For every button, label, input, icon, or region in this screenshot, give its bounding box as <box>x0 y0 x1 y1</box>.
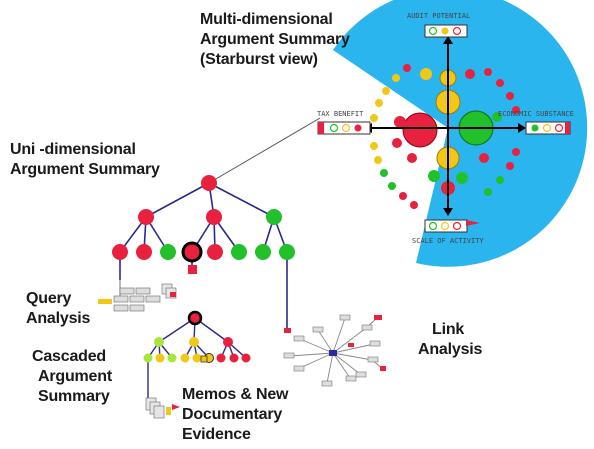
memos-label-line-2: Documentary <box>182 406 283 423</box>
axis-label-scale-of-activity: SCALE OF ACTIVITY <box>412 237 484 245</box>
gauge-scale-of-activity <box>424 219 480 233</box>
query-analysis-thumbnails <box>98 280 177 312</box>
tree-selected-node <box>181 241 203 263</box>
starburst-title-line-2: Argument Summary <box>200 31 350 48</box>
argument-tree-nodes <box>112 175 295 333</box>
query-analysis-label-line-2: Analysis <box>26 310 91 327</box>
gauge-audit-potential <box>424 24 468 38</box>
tree-root-node <box>201 175 217 191</box>
starburst-title-line-1: Multi-dimensional <box>200 11 333 28</box>
cascaded-summary-label-line-3: Summary <box>38 388 110 405</box>
query-analysis-label-line-1: Query <box>26 290 72 307</box>
link-analysis-label-line-1: Link <box>432 321 465 338</box>
memos-label-line-1: Memos & New <box>182 386 289 403</box>
axis-label-tax-benefit: TAX BENEFIT <box>317 110 364 118</box>
uni-dimensional-label-line-2: Argument Summary <box>10 161 160 178</box>
starburst-connector <box>208 117 321 184</box>
starburst-view <box>317 0 588 267</box>
gauge-tax-benefit <box>317 121 371 135</box>
link-analysis-network <box>283 314 386 387</box>
axis-label-economic-substance: ECONOMIC SUBSTANCE <box>498 110 574 118</box>
link-analysis-label-line-2: Analysis <box>418 341 483 358</box>
gauge-economic-substance <box>525 121 571 135</box>
starburst-outer-ring <box>370 64 520 209</box>
uni-dimensional-label-line-1: Uni -dimensional <box>10 141 136 158</box>
cascaded-summary-label-line-1: Cascaded <box>32 348 106 365</box>
memos-label-line-3: Evidence <box>182 426 251 443</box>
axis-label-audit-potential: AUDIT POTENTIAL <box>407 12 471 20</box>
starburst-title-line-3: (Starburst view) <box>200 51 318 68</box>
cascaded-tree <box>143 310 251 400</box>
cascaded-summary-label-line-2: Argument <box>38 368 112 385</box>
memos-thumbnails <box>145 397 180 419</box>
